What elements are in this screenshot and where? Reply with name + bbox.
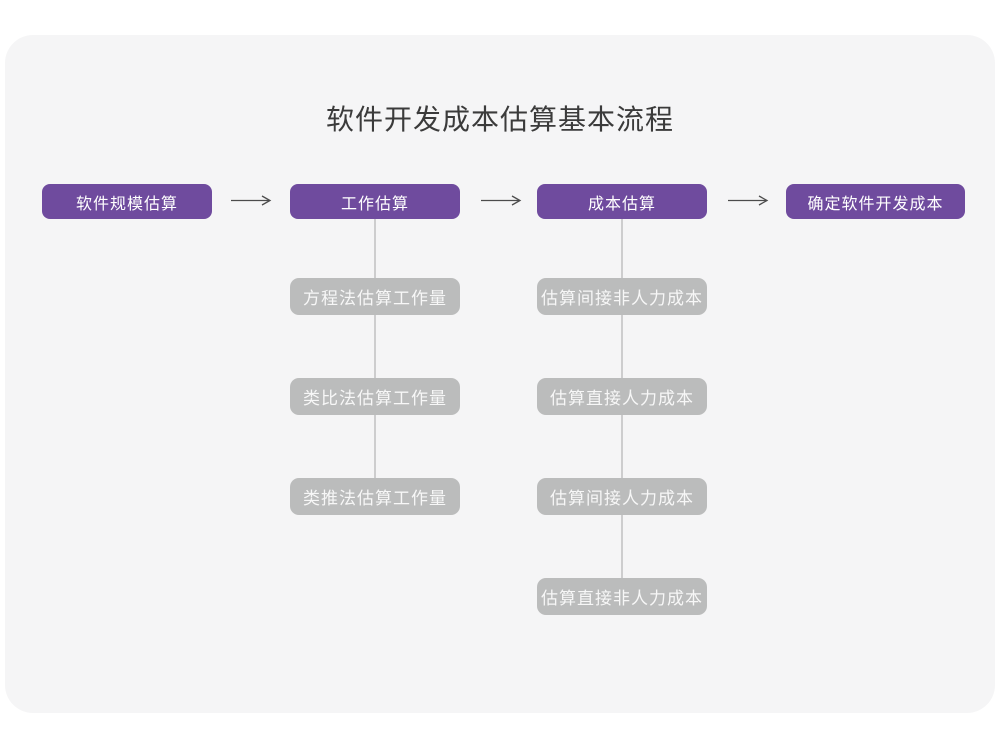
branch-node-indirect-nonlabor-cost: 估算间接非人力成本 (537, 278, 707, 315)
branch-node-label: 方程法估算工作量 (303, 289, 447, 308)
branch-node-label: 估算间接非人力成本 (541, 289, 703, 308)
branch-node-direct-labor-cost: 估算直接人力成本 (537, 378, 707, 415)
branch-node-label: 类推法估算工作量 (303, 489, 447, 508)
flow-node-software-scale-estimation: 软件规模估算 (42, 184, 212, 219)
background-card (5, 35, 995, 713)
branch-node-label: 类比法估算工作量 (303, 389, 447, 408)
flow-node-label: 确定软件开发成本 (807, 195, 944, 213)
branch-node-analogy-method: 类比法估算工作量 (290, 378, 460, 415)
flow-node-work-estimation: 工作估算 (290, 184, 460, 219)
branch-node-label: 估算直接非人力成本 (541, 589, 703, 608)
branch-node-label: 估算间接人力成本 (550, 489, 694, 508)
branch-node-extrapolation-method: 类推法估算工作量 (290, 478, 460, 515)
flow-node-label: 软件规模估算 (75, 195, 178, 213)
arrow-right-icon (727, 194, 769, 207)
branch-node-label: 估算直接人力成本 (550, 389, 694, 408)
flow-node-determine-dev-cost: 确定软件开发成本 (786, 184, 965, 219)
branch-node-equation-method: 方程法估算工作量 (290, 278, 460, 315)
branch-node-indirect-labor-cost: 估算间接人力成本 (537, 478, 707, 515)
flow-node-label: 成本估算 (587, 195, 656, 213)
flow-node-cost-estimation: 成本估算 (537, 184, 707, 219)
diagram-title: 软件开发成本估算基本流程 (325, 104, 674, 135)
branch-node-direct-nonlabor-cost: 估算直接非人力成本 (537, 578, 707, 615)
arrow-right-icon (230, 194, 272, 207)
flow-node-label: 工作估算 (340, 195, 409, 213)
arrow-right-icon (480, 194, 522, 207)
connector-line-work (374, 219, 376, 481)
